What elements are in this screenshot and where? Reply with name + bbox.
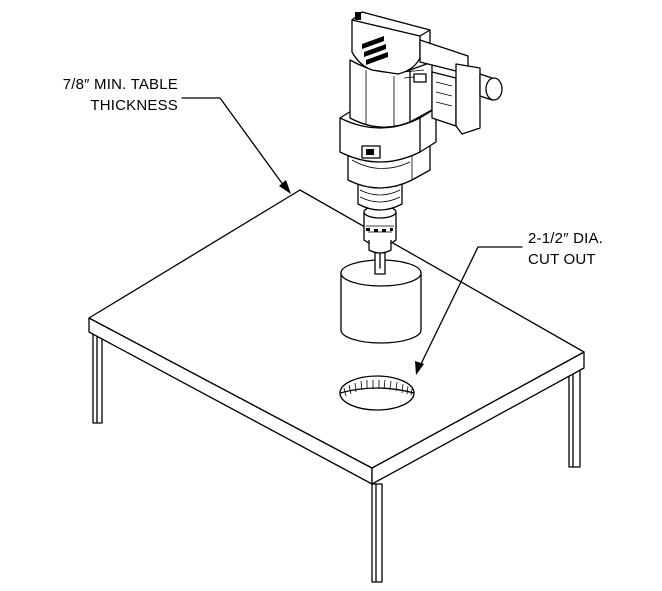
table-leg-front <box>371 483 383 583</box>
hole-saw <box>340 249 422 344</box>
callout-cut-out: 2-1/2″ DIA. CUT OUT <box>528 228 603 270</box>
callout-cut-out-line1: 2-1/2″ DIA. <box>528 230 604 247</box>
drill-chuck <box>363 205 397 254</box>
callout-table-thickness: 7/8″ MIN. TABLE THICKNESS <box>10 74 178 116</box>
table-leg-right <box>568 367 581 468</box>
leader-table-thickness <box>181 97 291 194</box>
cut-out-hole <box>339 375 415 411</box>
table <box>88 189 585 583</box>
drill-motor-top <box>351 11 431 75</box>
drill-side-handle <box>403 39 503 135</box>
drill <box>339 11 503 254</box>
callout-cut-out-line2: CUT OUT <box>528 251 596 268</box>
table-leg-left <box>92 331 103 424</box>
table-top <box>88 189 585 469</box>
callout-table-thickness-line1: 7/8″ MIN. TABLE <box>62 76 178 93</box>
callout-table-thickness-line2: THICKNESS <box>90 97 178 114</box>
leader-cut-out <box>415 246 523 375</box>
